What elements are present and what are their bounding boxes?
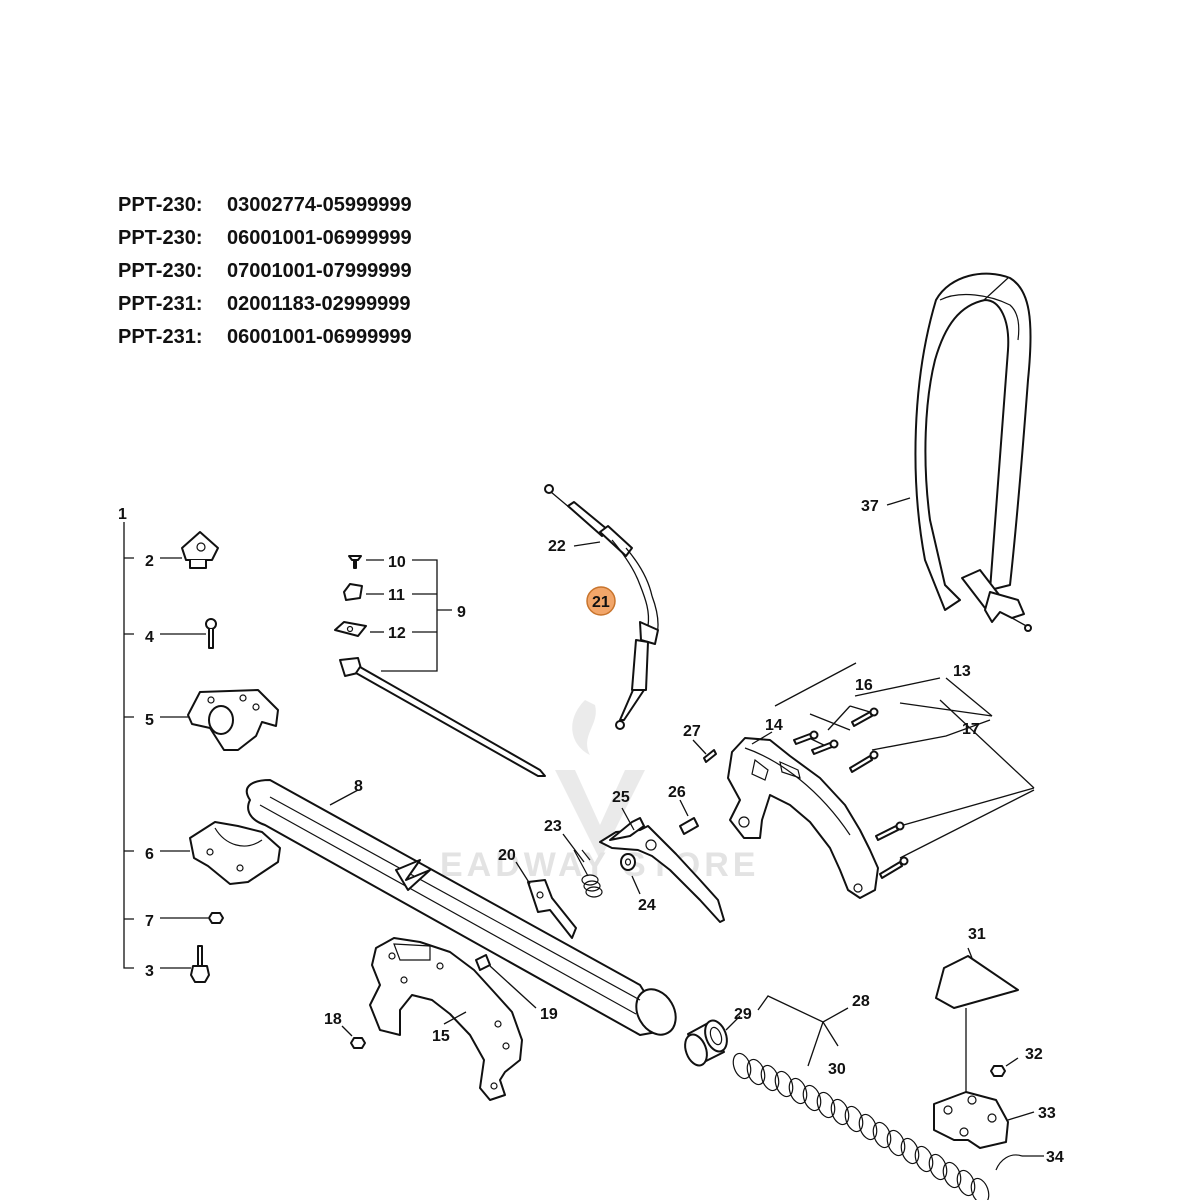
callout-19[interactable]: 19 — [540, 1006, 558, 1023]
callout-25[interactable]: 25 — [612, 789, 630, 806]
part-27-pin — [692, 739, 717, 763]
callout-26[interactable]: 26 — [668, 784, 686, 801]
callout-3[interactable]: 3 — [145, 963, 154, 980]
callout-2[interactable]: 2 — [145, 553, 154, 570]
part-18-nut — [341, 1025, 366, 1049]
callout-34[interactable]: 34 — [1046, 1149, 1064, 1166]
callout-10[interactable]: 10 — [388, 554, 406, 571]
model-name: PPT-230: — [118, 194, 202, 216]
callout-11[interactable]: 11 — [388, 587, 405, 604]
part-24-washer — [620, 853, 641, 895]
callout-23[interactable]: 23 — [544, 818, 562, 835]
serial-range: 03002774-05999999 — [227, 194, 412, 216]
part-8-tube — [245, 779, 677, 1036]
callout-21[interactable]: 21 — [592, 594, 610, 611]
part-23-spring — [562, 833, 603, 898]
group-28-bracket — [757, 995, 849, 1067]
callout-9[interactable]: 9 — [457, 604, 466, 621]
callout-labels: 1 2 3 4 5 6 7 8 9 10 11 12 13 14 15 16 1… — [118, 498, 1064, 1166]
model-name: PPT-230: — [118, 260, 202, 282]
part-17-screws — [849, 750, 909, 879]
callout-16[interactable]: 16 — [855, 677, 873, 694]
callout-5[interactable]: 5 — [145, 712, 154, 729]
part-31-decal — [935, 947, 1019, 1094]
callout-13[interactable]: 13 — [953, 663, 971, 680]
part-19-pin — [475, 954, 537, 1009]
callout-24[interactable]: 24 — [638, 897, 656, 914]
callout-30[interactable]: 30 — [828, 1061, 846, 1078]
part-4-screw — [160, 618, 217, 649]
part-25-trigger — [599, 807, 725, 923]
part-21-throttle-cable — [544, 484, 659, 730]
callout-27[interactable]: 27 — [683, 723, 701, 740]
watermark-logo-icon — [555, 770, 645, 860]
callout-20[interactable]: 20 — [498, 847, 516, 864]
model-name: PPT-231: — [118, 293, 202, 315]
callout-6[interactable]: 6 — [145, 846, 154, 863]
serial-range: 07001001-07999999 — [227, 260, 412, 282]
watermark: EADWAY STORE — [440, 700, 759, 884]
callout-4[interactable]: 4 — [145, 629, 154, 646]
callout-22[interactable]: 22 — [548, 538, 566, 555]
callout-31[interactable]: 31 — [968, 926, 986, 943]
callout-7[interactable]: 7 — [145, 913, 154, 930]
part-16-screws — [793, 707, 879, 755]
part-9-cable-tie — [339, 657, 546, 777]
tube-break-icon — [395, 859, 431, 891]
highlight-marker[interactable] — [586, 586, 616, 616]
part-11-nut — [343, 583, 384, 601]
part-12-plate — [334, 621, 384, 637]
part-2-clamp-nut — [160, 531, 219, 569]
serial-range: 02001183-02999999 — [227, 293, 411, 315]
part-3-bolt — [160, 945, 210, 983]
part-5-clamp-upper — [160, 689, 279, 751]
part-6-clamp-lower — [160, 821, 281, 885]
callout-33[interactable]: 33 — [1038, 1105, 1056, 1122]
part-37-shoulder-strap — [886, 272, 1032, 632]
part-29-bushing — [684, 1015, 741, 1067]
serial-range: 06001001-06999999 — [227, 227, 412, 249]
callout-8[interactable]: 8 — [354, 778, 363, 795]
callout-18[interactable]: 18 — [324, 1011, 342, 1028]
callout-12[interactable]: 12 — [388, 625, 406, 642]
callout-17[interactable]: 17 — [962, 721, 980, 738]
group-1-bracket — [123, 522, 134, 969]
group-13-bracket — [774, 662, 1035, 859]
watermark-flame-icon — [572, 700, 596, 755]
callout-15[interactable]: 15 — [432, 1028, 450, 1045]
callout-29[interactable]: 29 — [734, 1006, 752, 1023]
callout-14[interactable]: 14 — [765, 717, 783, 734]
part-34-clip — [995, 1154, 1044, 1171]
group-9-bracket — [381, 559, 452, 672]
model-header: PPT-230: 03002774-05999999 PPT-230: 0600… — [118, 194, 412, 348]
part-7-nut — [160, 912, 224, 924]
callout-32[interactable]: 32 — [1025, 1046, 1043, 1063]
serial-range: 06001001-06999999 — [227, 326, 412, 348]
callout-1[interactable]: 1 — [118, 506, 127, 523]
watermark-text: EADWAY STORE — [440, 846, 759, 884]
part-32-nut — [990, 1057, 1019, 1077]
model-name: PPT-231: — [118, 326, 202, 348]
model-name: PPT-230: — [118, 227, 202, 249]
part-30-drive-spring — [732, 1052, 990, 1200]
part-14-handle-half — [727, 731, 879, 899]
part-20-lever — [515, 861, 577, 939]
part-26-pin — [679, 799, 699, 835]
callout-37[interactable]: 37 — [861, 498, 879, 515]
part-10-screw — [348, 555, 384, 569]
part-33-cover — [933, 1091, 1035, 1149]
callout-28[interactable]: 28 — [852, 993, 870, 1010]
part-15-handle-half — [369, 937, 523, 1101]
